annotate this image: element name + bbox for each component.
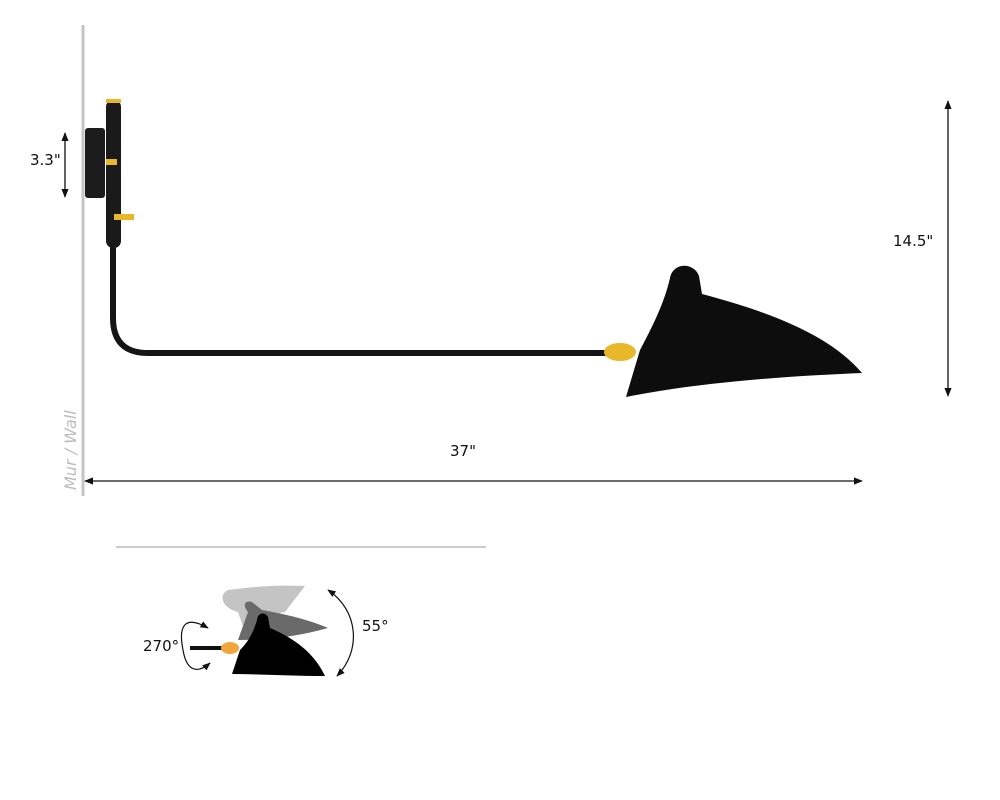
total-length-label: 37" <box>450 442 476 460</box>
rotation-arrow <box>180 621 211 671</box>
rotation-label: 270° <box>143 637 179 655</box>
brass-screw <box>114 214 134 220</box>
shade-position-light <box>222 585 305 632</box>
wall-label: Mur / Wall <box>61 410 80 490</box>
lamp-stem <box>106 100 121 248</box>
tilt-arrow <box>327 589 354 677</box>
brass-screw <box>106 159 117 165</box>
wall-plate <box>85 128 105 198</box>
brass-joint <box>604 343 636 361</box>
lamp-shade <box>626 265 862 397</box>
brass-joint <box>221 642 239 654</box>
lamp-illustration <box>85 99 862 397</box>
rotation-diagram: 55° 270° <box>143 585 389 677</box>
shade-position-dark <box>232 613 325 676</box>
tilt-label: 55° <box>362 617 389 635</box>
total-height-label: 14.5" <box>893 232 933 250</box>
lamp-arm <box>110 246 606 356</box>
plate-height-label: 3.3" <box>30 151 61 169</box>
